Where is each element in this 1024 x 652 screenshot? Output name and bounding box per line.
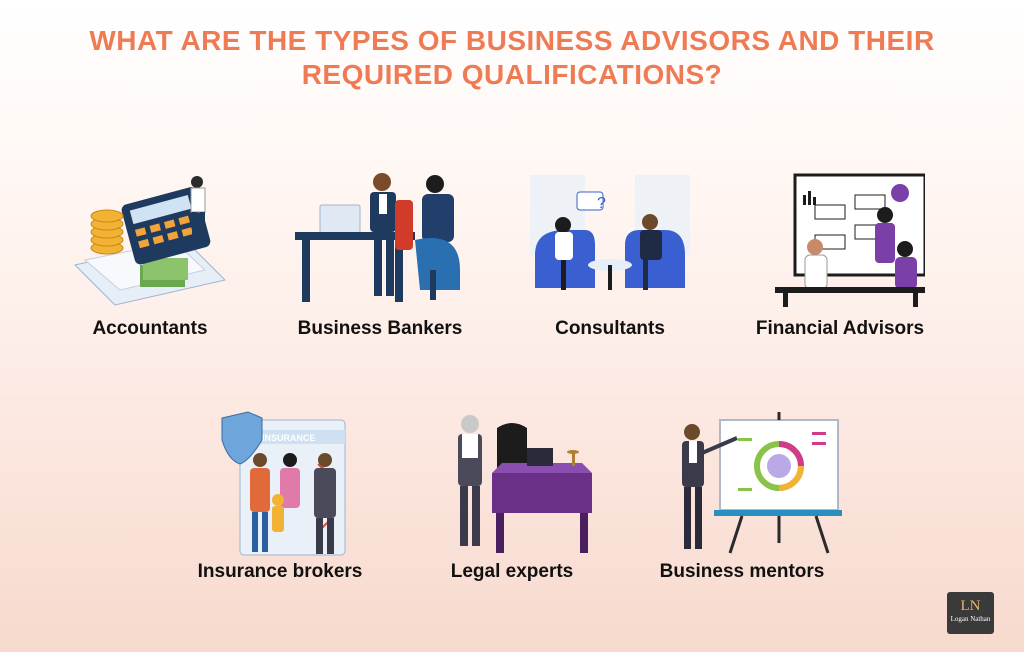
advisor-card-business-mentors: Business mentors <box>627 408 857 588</box>
advisor-label-accountants: Accountants <box>92 318 208 339</box>
advisor-label-business-mentors: Business mentors <box>659 561 825 582</box>
advisor-card-legal-experts: Legal experts <box>397 408 627 588</box>
advisor-label-legal-experts: Legal experts <box>450 561 574 582</box>
advisor-card-financial-advisors: Financial Advisors <box>725 165 955 350</box>
advisor-label-business-bankers: Business Bankers <box>297 318 463 339</box>
advisor-label-consultants: Consultants <box>555 318 665 339</box>
bank-meeting-icon <box>295 173 460 302</box>
calculator-accountant-icon <box>74 176 226 306</box>
advisor-label-financial-advisors: Financial Advisors <box>755 318 925 339</box>
logan-nathan-logo: LN Logan Nathan <box>947 592 994 634</box>
svg-text:INSURANCE: INSURANCE <box>262 433 316 443</box>
advisor-label-insurance-brokers: Insurance brokers <box>197 561 363 582</box>
advisor-card-business-bankers: Business Bankers <box>265 170 495 350</box>
title-line-1: WHAT ARE THE TYPES OF BUSINESS ADVISORS … <box>89 25 935 56</box>
lawyer-desk-icon <box>458 415 592 553</box>
advisor-card-consultants: ? Consultants <box>495 170 725 350</box>
title-line-2: REQUIRED QUALIFICATIONS? <box>301 59 723 90</box>
presentation-board-icon <box>775 173 925 307</box>
advisor-card-accountants: Accountants <box>35 170 265 350</box>
mentor-easel-icon <box>682 412 842 554</box>
logo-name: Logan Nathan <box>950 615 991 623</box>
consultation-sofa-icon: ? <box>530 175 690 290</box>
svg-text:?: ? <box>597 195 606 212</box>
logo-monogram: LN <box>960 598 981 614</box>
page-title: WHAT ARE THE TYPES OF BUSINESS ADVISORS … <box>0 24 1024 92</box>
advisor-card-insurance-brokers: INSURANCE Insurance brokers <box>165 408 395 588</box>
insurance-shield-icon: INSURANCE <box>221 411 346 556</box>
